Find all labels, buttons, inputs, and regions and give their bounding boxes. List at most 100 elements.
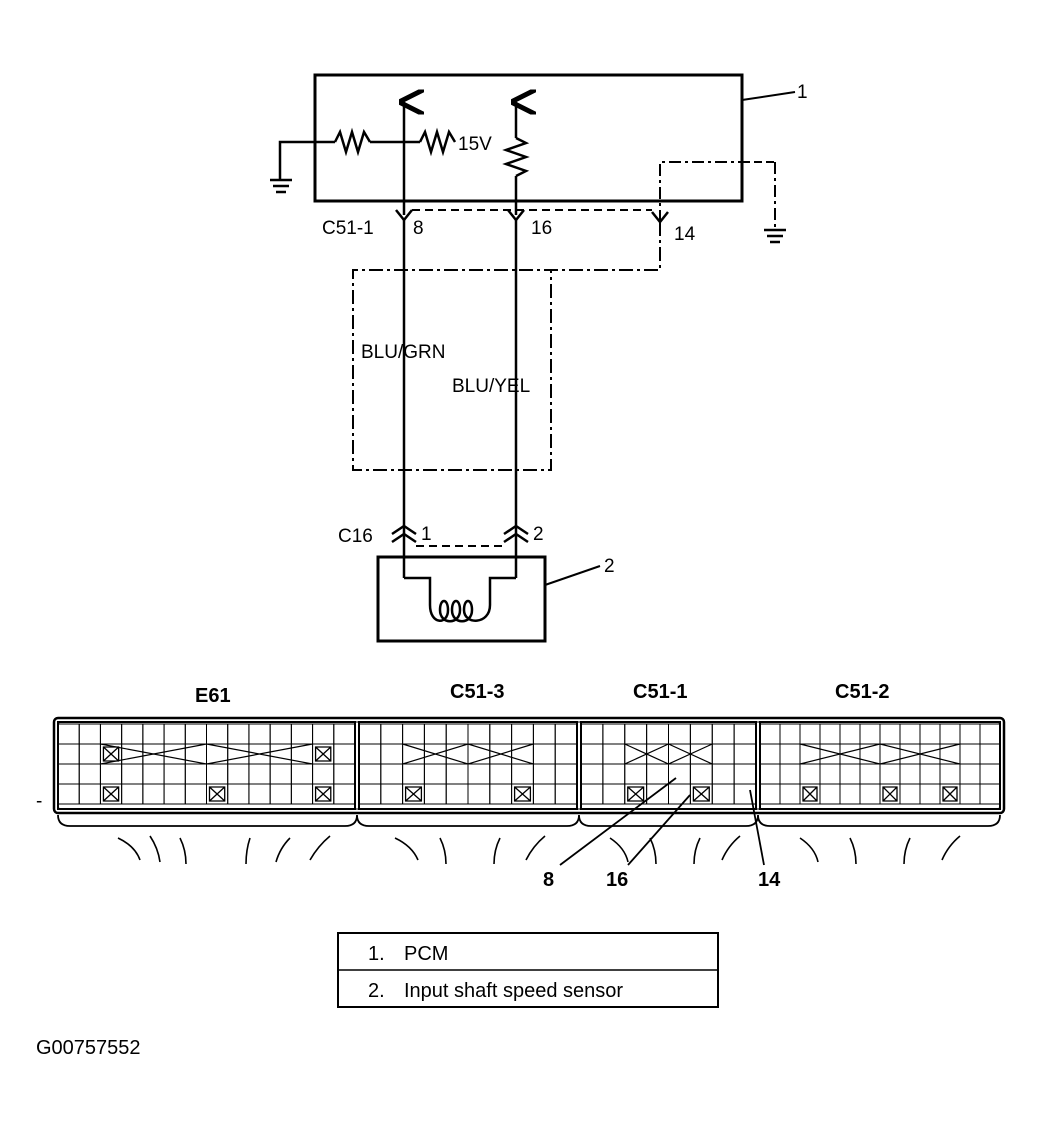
harness: BLU/GRN BLU/YEL — [352, 220, 661, 578]
connector-cavity — [711, 743, 735, 765]
cavity-cross-lines — [624, 743, 713, 765]
connector-cavity — [142, 763, 165, 785]
connector-cavity — [580, 743, 604, 765]
connector-cavity — [733, 723, 757, 745]
connector-cavity — [333, 783, 356, 805]
connector-cavity — [121, 783, 144, 805]
blocked-cavity — [513, 786, 532, 802]
connector-cavity — [402, 723, 425, 745]
connector-cavity — [759, 743, 781, 765]
connector-cavity — [939, 763, 961, 785]
sensor-pin-2-label: 2 — [533, 524, 544, 545]
connector-cavity — [358, 763, 382, 785]
connector-cavity — [979, 723, 1001, 745]
pcm-connector: C51-1 8 16 14 — [322, 209, 696, 245]
connector-cavity — [711, 763, 735, 785]
connector-cavity — [602, 743, 626, 765]
blocked-cavity — [882, 786, 898, 802]
connector-cavity — [467, 783, 491, 805]
connector-cavity — [879, 763, 901, 785]
pcm-callout-number: 1 — [797, 82, 808, 103]
callout-8-leader — [559, 777, 677, 866]
resistor-3 — [502, 136, 530, 178]
connector-cavity — [799, 763, 821, 785]
shield-internal — [659, 161, 745, 222]
blocked-cavity — [102, 786, 120, 802]
connector-cavity — [919, 743, 941, 765]
blocked-cavity — [102, 746, 120, 762]
connector-cavity — [819, 763, 841, 785]
connector-cavity — [445, 763, 469, 785]
connector-cavity — [554, 783, 578, 805]
connector-cavity — [979, 763, 1001, 785]
connector-cavity — [624, 743, 648, 765]
blocked-cavity — [314, 786, 332, 802]
connector-cavity — [689, 723, 713, 745]
ground-wire-left — [278, 140, 335, 180]
sensor-coil-left-lead — [404, 576, 432, 605]
connector-cavity — [899, 783, 921, 805]
connector-cavity — [333, 743, 356, 765]
sensor-pin-1-symbol-b — [391, 532, 417, 544]
connector-cavity — [554, 743, 578, 765]
connector-cavity — [57, 743, 80, 765]
connector-cavity — [779, 723, 801, 745]
connector-cavity — [899, 723, 921, 745]
connector-cavity — [380, 783, 404, 805]
connector-cavity — [646, 763, 669, 785]
shield-outline — [352, 222, 661, 471]
connector-cavity — [646, 723, 669, 745]
connector-cavity — [919, 723, 941, 745]
sensor-connector: C16 1 2 — [338, 524, 544, 547]
connector-cavity — [163, 763, 186, 785]
connector-cavity — [269, 783, 292, 805]
resistor-1 — [333, 127, 372, 157]
pcm-connector-label: C51-1 — [322, 218, 374, 239]
connector-cavity — [859, 763, 881, 785]
pcm-callout-leader — [741, 91, 796, 101]
connector-cavity — [184, 783, 208, 805]
pin-8-label: 8 — [413, 218, 424, 239]
connector-cavity — [269, 763, 292, 785]
connector-cavity — [227, 763, 250, 785]
connector-cavity — [121, 723, 144, 745]
sensor-pin-2-symbol-b — [503, 532, 529, 544]
wire-blu-grn-label: BLU/GRN — [361, 342, 445, 363]
sensor-pin-1-label: 1 — [421, 524, 432, 545]
connector-cavity — [919, 783, 941, 805]
connector-cavity — [899, 763, 921, 785]
connector-c51-3-label: C51-3 — [450, 681, 504, 703]
wire-blu-yel-label: BLU/YEL — [452, 376, 530, 397]
legend-item-2-text: Input shaft speed sensor — [404, 980, 623, 1002]
connector-e61-label: E61 — [195, 685, 231, 707]
pcm-box — [313, 73, 744, 203]
connector-cavity — [269, 723, 292, 745]
connector-cavity — [248, 783, 271, 805]
connector-cavity — [57, 723, 80, 745]
connector-cavity — [402, 763, 425, 785]
connector-cavity — [819, 783, 841, 805]
pin-14-label: 14 — [674, 224, 696, 245]
figure-id: G00757552 — [36, 1037, 141, 1059]
connector-cavity — [142, 723, 165, 745]
connector-cavity — [979, 743, 1001, 765]
connector-cavity — [819, 743, 841, 765]
callout-16-leader — [627, 794, 691, 866]
blocked-cavity — [208, 786, 226, 802]
connector-cavity — [163, 723, 186, 745]
connector-cavity — [227, 783, 250, 805]
connector-cavity — [580, 783, 604, 805]
connector-cavity — [779, 743, 801, 765]
connector-cavity — [532, 763, 556, 785]
connector-cavity — [99, 723, 123, 745]
connector-cavity — [668, 723, 691, 745]
connector-cavity — [779, 783, 801, 805]
connector-cavity — [206, 723, 229, 745]
voltage-label: 15V — [458, 134, 492, 155]
connector-cavity — [602, 723, 626, 745]
connector-cavity — [290, 783, 314, 805]
connector-cavity — [939, 723, 961, 745]
connector-housing — [52, 716, 1006, 815]
connector-cavity — [489, 783, 513, 805]
connector-cavity — [759, 723, 781, 745]
